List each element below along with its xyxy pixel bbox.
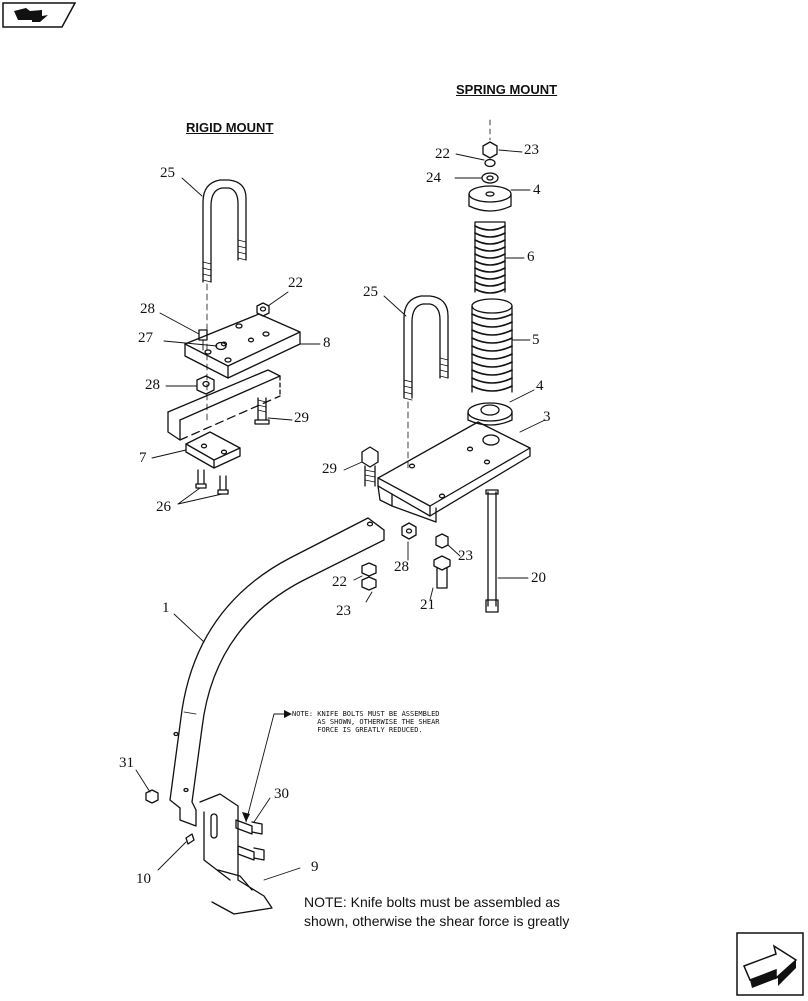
- spring-cup-4-top: [468, 185, 512, 212]
- pin-10: [185, 833, 195, 845]
- nut-22-23-lower: [361, 562, 377, 591]
- callout-25-rigid: 25: [160, 165, 175, 181]
- callout-7: 7: [139, 450, 147, 466]
- callout-26: 26: [156, 499, 171, 515]
- callout-28-spring: 28: [394, 559, 409, 575]
- bolt-29-spring: [361, 446, 379, 487]
- callout-23-spring-mid: 23: [458, 548, 473, 564]
- callout-21: 21: [420, 597, 435, 613]
- nut-28-rigid: [196, 375, 215, 395]
- knife-bolt-note: NOTE: Knife bolts must be assembled as s…: [304, 894, 570, 929]
- clamp-plate-8: [184, 313, 301, 379]
- callout-22-rigid: 22: [288, 275, 303, 291]
- washer-24: [481, 172, 499, 184]
- pivot-plate-3: [377, 421, 531, 523]
- u-bolt-spring: [403, 295, 449, 471]
- callout-10: 10: [136, 871, 151, 887]
- shank-1: [169, 517, 385, 827]
- nut-28-spring: [401, 522, 417, 540]
- washer-22-top: [484, 158, 496, 168]
- callout-4-lower: 4: [536, 378, 544, 394]
- spring-6: [474, 221, 506, 294]
- spring-mount-heading: SPRING MOUNT: [456, 82, 558, 97]
- callout-25-spring: 25: [363, 284, 378, 300]
- callout-30: 30: [274, 786, 289, 802]
- callout-29-spring: 29: [322, 461, 337, 477]
- knife-bolts-30: [235, 819, 265, 861]
- u-bolt-rigid: [202, 179, 247, 421]
- callout-23-spring-top: 23: [524, 142, 539, 158]
- callout-29-rigid: 29: [294, 410, 309, 426]
- toolbar-rigid: [167, 369, 281, 441]
- callout-31: 31: [119, 755, 134, 771]
- callout-22-spring-lower: 22: [332, 574, 347, 590]
- nut-23-spring: [435, 533, 449, 549]
- book-arrow-icon[interactable]: [2, 2, 77, 28]
- callout-20: 20: [531, 570, 546, 586]
- spring-5: [471, 298, 513, 393]
- callout-22-spring-top: 22: [435, 146, 450, 162]
- callout-1: 1: [162, 600, 170, 616]
- callout-28-rigid-lower: 28: [145, 377, 160, 393]
- bolt-29-rigid: [254, 397, 270, 425]
- bolts-26: [195, 469, 229, 495]
- callout-24: 24: [426, 170, 441, 186]
- callout-4-top: 4: [533, 182, 541, 198]
- callout-23-spring-lower: 23: [336, 603, 351, 619]
- callout-27: 27: [138, 330, 153, 346]
- nut-31: [145, 789, 159, 804]
- bolt-28-top: [198, 329, 208, 351]
- callout-8: 8: [323, 335, 331, 351]
- bolt-21: [433, 555, 451, 589]
- callout-28-rigid-top: 28: [140, 301, 155, 317]
- point-9: [199, 793, 273, 915]
- callout-5: 5: [532, 332, 540, 348]
- rod-20: [485, 489, 499, 613]
- callout-9: 9: [311, 859, 319, 875]
- clamp-plate-7: [185, 431, 241, 469]
- next-page-arrow-icon[interactable]: [736, 932, 804, 996]
- knife-bolt-note-small: NOTE: KNIFE BOLTS MUST BE ASSEMBLED AS S…: [292, 710, 440, 734]
- rigid-mount-heading: RIGID MOUNT: [186, 120, 274, 135]
- callout-3: 3: [543, 409, 551, 425]
- nut-22-rigid: [256, 302, 270, 317]
- callout-6: 6: [527, 249, 535, 265]
- spring-cup-4-lower: [467, 402, 513, 426]
- nut-23-top: [482, 141, 498, 159]
